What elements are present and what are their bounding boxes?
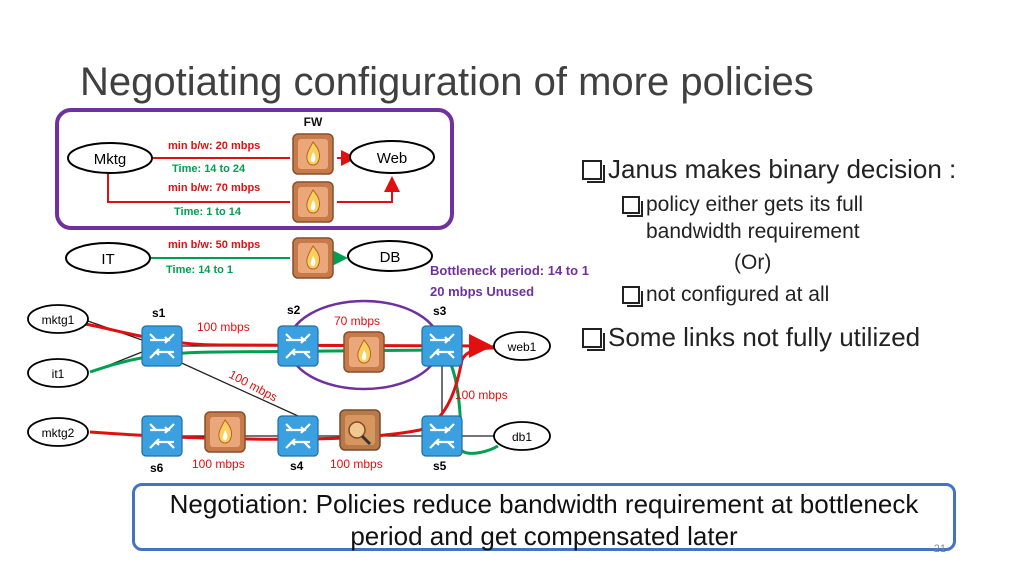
firewall-icon-net-s2-s3: [343, 331, 385, 373]
bullet-sub-1: policy either gets its full bandwidth re…: [622, 191, 1012, 245]
lock-icon-net-s4-s5: [338, 408, 382, 452]
checkbox-bullet-icon: [582, 160, 605, 183]
bullet-main-1: Janus makes binary decision :: [582, 154, 1012, 185]
switch-s2: [276, 324, 320, 368]
flow-it1-db1: [89, 348, 499, 455]
bullet-sub-1-text: policy either gets its full bandwidth re…: [646, 193, 864, 243]
page-number: 21: [933, 543, 946, 555]
bullet-list: Janus makes binary decision : policy eit…: [582, 154, 1012, 359]
negotiation-callout: Negotiation: Policies reduce bandwidth r…: [132, 483, 956, 551]
switch-s4: [276, 414, 320, 458]
firewall-icon-policy3: [292, 237, 334, 279]
bullet-main-2-text: Some links not fully utilized: [608, 322, 921, 352]
node-it-label: IT: [101, 251, 114, 268]
link-s2-s3-label: 70 mbps: [334, 314, 380, 328]
node-web: [349, 140, 435, 174]
switch-s6-label: s6: [150, 461, 164, 475]
link-s3-s5-label: 100 mbps: [455, 388, 508, 402]
checkbox-bullet-icon: [622, 286, 643, 307]
fw-label: FW: [304, 115, 323, 129]
policy2-time: Time: 1 to 14: [174, 206, 242, 218]
policy2-edge-in: [107, 172, 290, 203]
bullet-sub-2: not configured at all: [622, 281, 1012, 308]
host-it1-label: it1: [52, 367, 65, 381]
policy1-time: Time: 14 to 24: [172, 163, 246, 175]
bullet-or: (Or): [734, 251, 772, 274]
checkbox-bullet-icon: [622, 196, 643, 217]
bullet-main-1-text: Janus makes binary decision :: [608, 154, 957, 184]
switch-s4-label: s4: [290, 459, 304, 473]
switch-s5: [420, 414, 464, 458]
host-mktg1: [27, 304, 89, 334]
switch-s2-label: s2: [287, 303, 301, 317]
policy2-edge-out: [337, 176, 400, 203]
host-db1-label: db1: [512, 430, 532, 444]
bullet-sub-2-text: not configured at all: [646, 283, 830, 306]
policy-group-box: [55, 108, 454, 230]
switch-s3-label: s3: [433, 304, 447, 318]
switch-s1: [140, 324, 184, 368]
host-web1-label: web1: [507, 340, 537, 354]
host-db1: [493, 421, 551, 451]
host-it1: [27, 358, 89, 388]
slide-title: Negotiating configuration of more polici…: [80, 60, 814, 104]
link-s1-s2-label: 100 mbps: [197, 320, 250, 334]
bottleneck-unused-label: 20 mbps Unused: [430, 284, 534, 299]
link-s4-s5-label: 100 mbps: [330, 457, 383, 471]
negotiation-callout-text: Negotiation: Policies reduce bandwidth r…: [169, 489, 919, 551]
checkbox-bullet-icon: [582, 328, 605, 351]
policy3-bandwidth: min b/w: 50 mbps: [168, 239, 260, 251]
bottleneck-period-label: Bottleneck period: 14 to 1: [430, 263, 589, 278]
firewall-icon-net-s6-s4: [204, 411, 246, 453]
node-mktg: [67, 142, 153, 174]
node-it: [65, 242, 151, 274]
switch-s5-label: s5: [433, 459, 447, 473]
host-mktg1-label: mktg1: [42, 313, 75, 327]
link-s6-s4-label: 100 mbps: [192, 457, 245, 471]
switch-s3: [420, 324, 464, 368]
node-db-label: DB: [380, 249, 401, 266]
host-mktg2-label: mktg2: [42, 426, 75, 440]
policy2-bandwidth: min b/w: 70 mbps: [168, 182, 260, 194]
switch-s6: [140, 414, 184, 458]
bullet-main-2: Some links not fully utilized: [582, 322, 1012, 353]
link-s1-s4-label: 100 mbps: [227, 367, 280, 404]
firewall-icon-policy2: [292, 181, 334, 223]
node-web-label: Web: [377, 150, 408, 167]
policy3-time: Time: 14 to 1: [166, 264, 233, 276]
switch-s1-label: s1: [152, 306, 166, 320]
host-mktg2: [27, 417, 89, 447]
host-web1: [493, 331, 551, 361]
node-db: [347, 240, 433, 272]
firewall-icon-policy1: [292, 133, 334, 175]
policy1-bandwidth: min b/w: 20 mbps: [168, 140, 260, 152]
node-mktg-label: Mktg: [94, 151, 127, 168]
